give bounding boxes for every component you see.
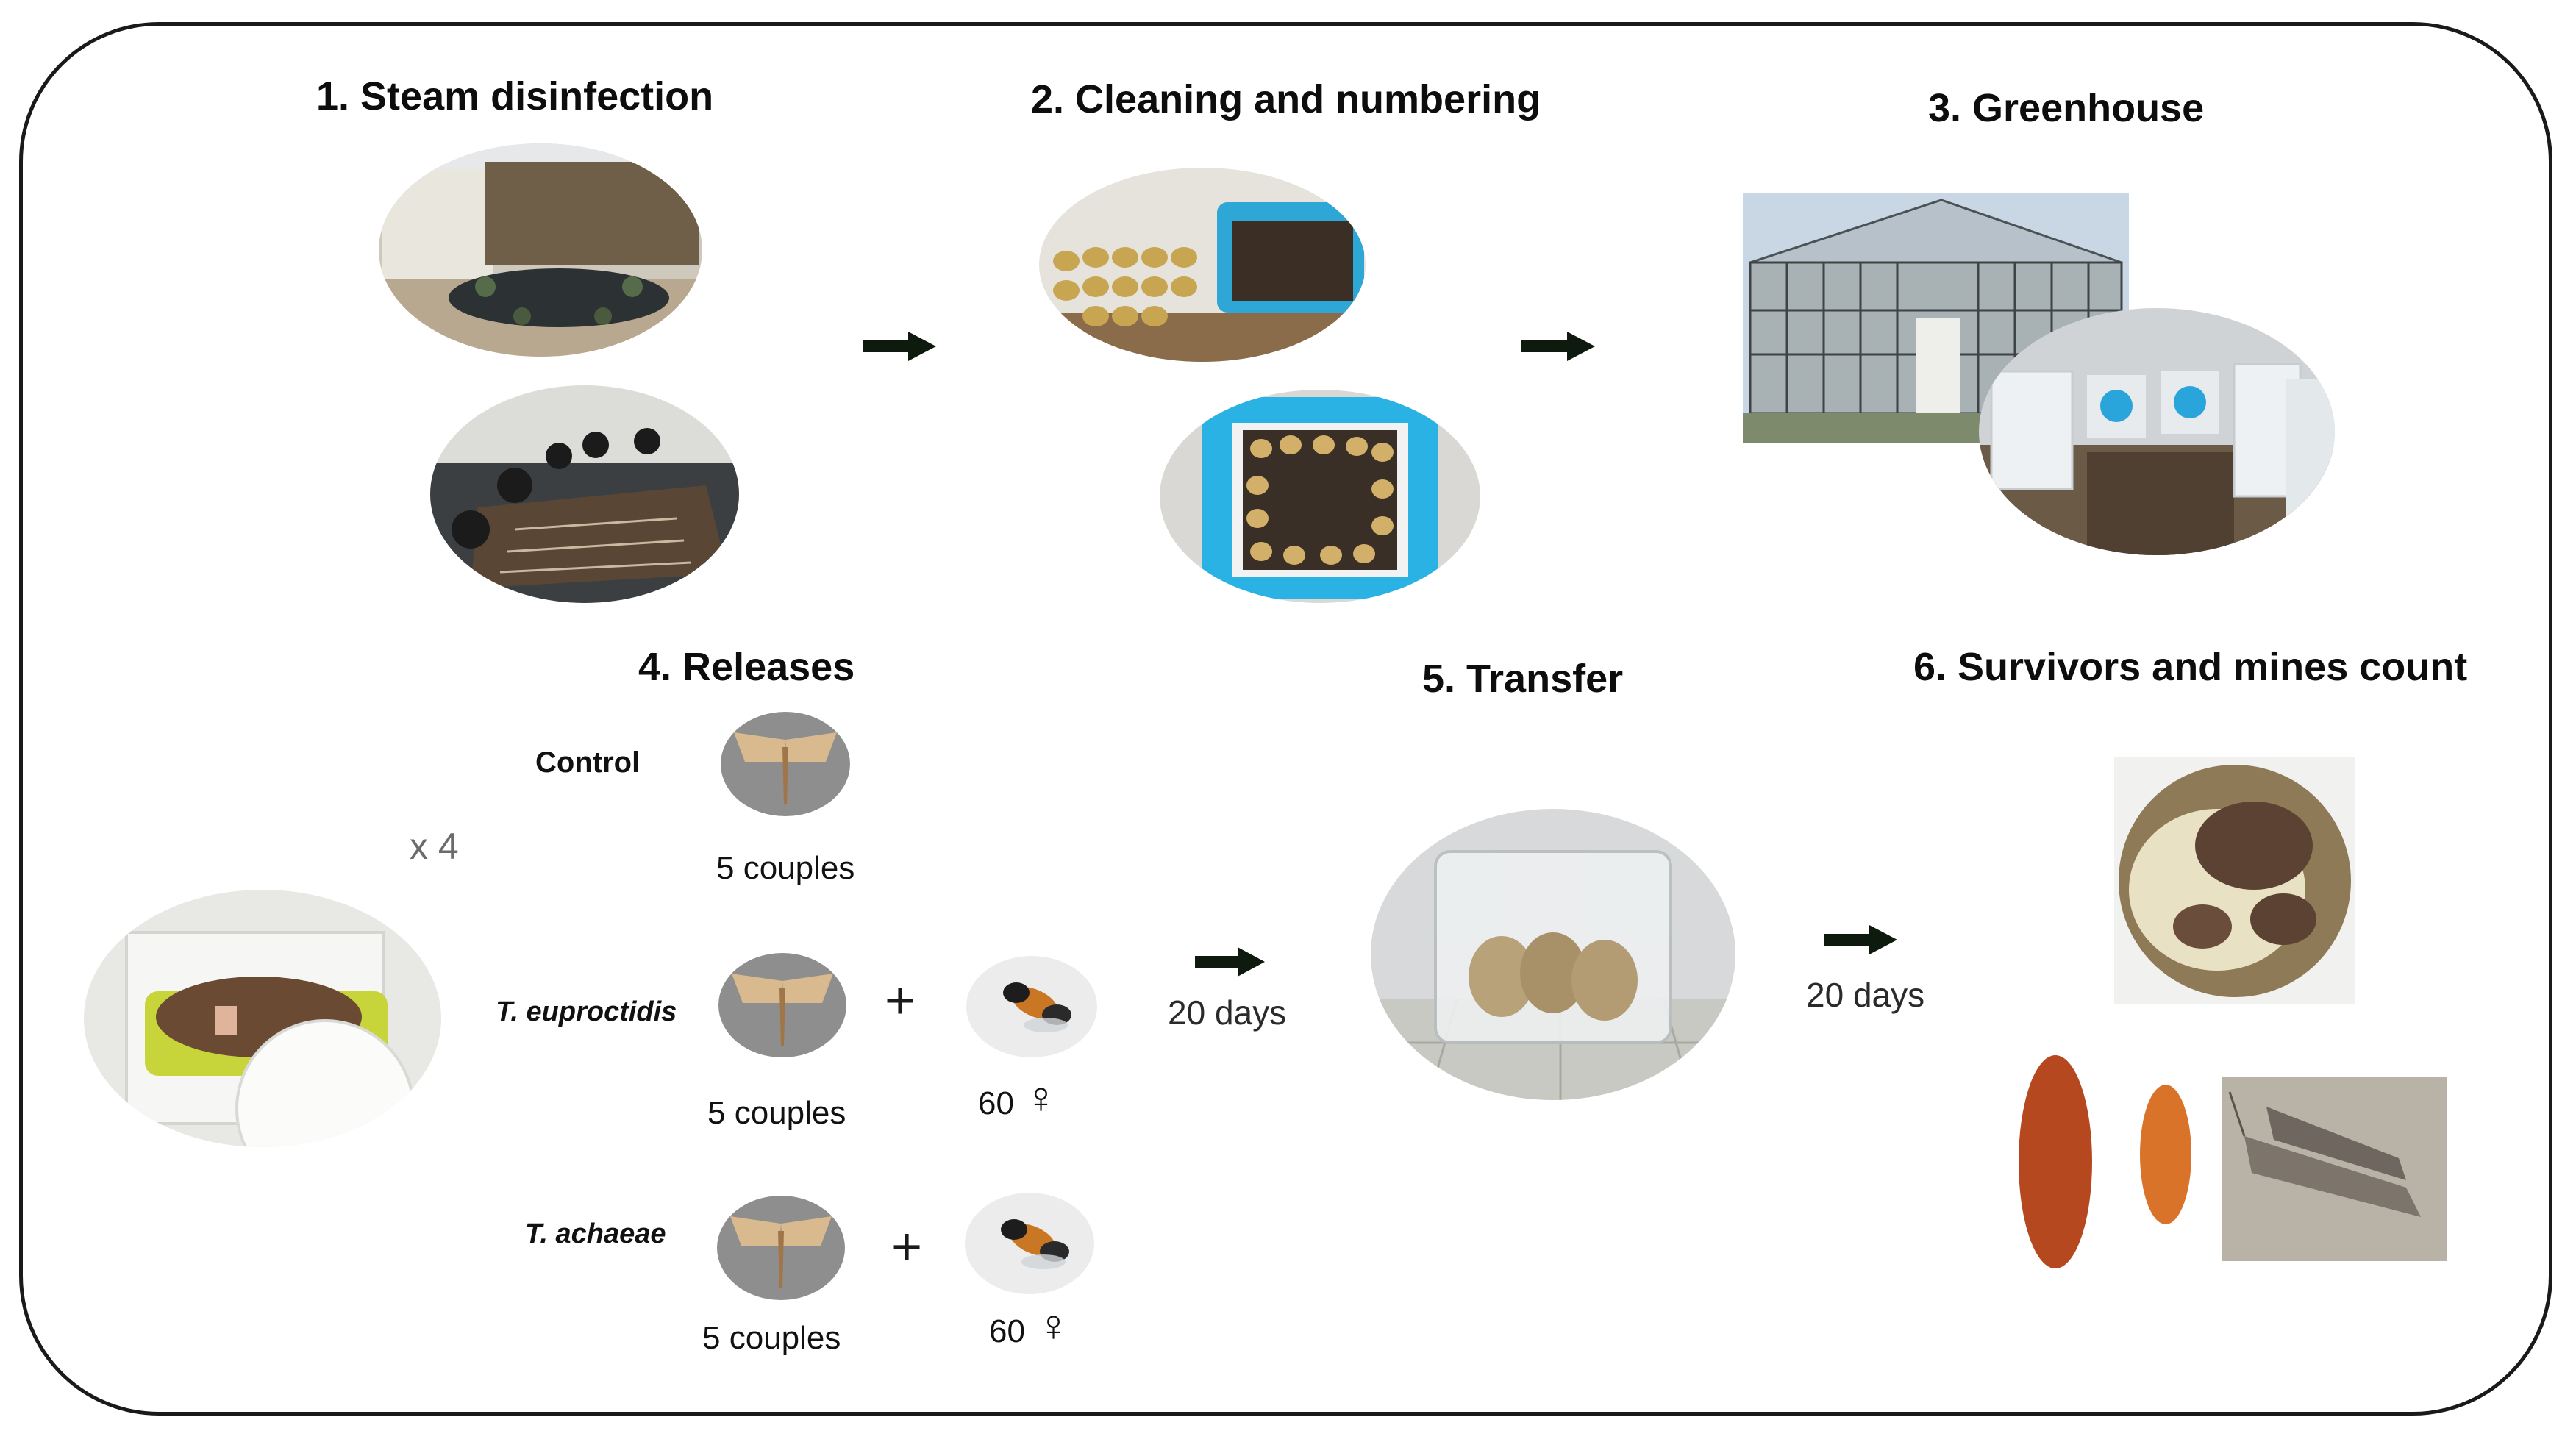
plus-sign: + [891,1218,923,1277]
parasitoid-wasp-icon [966,956,1097,1057]
arrow-right-icon [1521,332,1595,361]
step-4-title: 4. Releases [638,645,855,689]
moth-icon [717,1196,845,1300]
steam-disinfection-photo-1 [379,143,702,357]
female-symbol-icon: ♀ [1024,1073,1057,1122]
arrow-right-icon [863,332,936,361]
transfer-box-photo [1371,809,1735,1100]
mined-potato-photo [2114,757,2355,1004]
numbered-potatoes-box-photo [1160,390,1480,603]
t-euproctidis-couples-label: 5 couples [707,1095,846,1131]
parasitoid-wasp-icon [965,1193,1094,1294]
arrow-right-icon [1195,947,1265,977]
control-label: Control [535,746,641,779]
arrow-right-icon [1824,925,1897,954]
moth-icon [718,953,846,1057]
t-achaeae-couples-label: 5 couples [702,1320,841,1356]
replicates-label: x 4 [410,826,459,867]
moth-icon [721,712,850,816]
release-cage-photo [84,890,441,1147]
pupae-photo [2015,1044,2221,1272]
greenhouse-interior-cages-photo [1979,308,2335,555]
t-achaeae-label: T. achaeae [525,1218,666,1249]
step-5-title: 5. Transfer [1422,657,1624,701]
duration-label-2: 20 days [1806,976,1925,1014]
t-achaeae-females-count: 60 [989,1313,1025,1349]
cleaned-potatoes-photo [1039,168,1366,362]
control-couples-label: 5 couples [716,850,855,886]
steam-disinfection-photo-2 [430,385,739,603]
step-2-title: 2. Cleaning and numbering [1031,77,1541,121]
step-6-title: 6. Survivors and mines count [1913,645,2468,689]
t-euproctidis-females-count: 60 [978,1085,1014,1121]
adult-moth-photo [2222,1077,2447,1261]
plus-sign: + [885,971,916,1030]
female-symbol-icon: ♀ [1037,1301,1070,1350]
t-euproctidis-label: T. euproctidis [496,996,677,1027]
step-1-title: 1. Steam disinfection [316,74,714,118]
duration-label-1: 20 days [1168,993,1287,1032]
step-3-title: 3. Greenhouse [1928,86,2205,130]
